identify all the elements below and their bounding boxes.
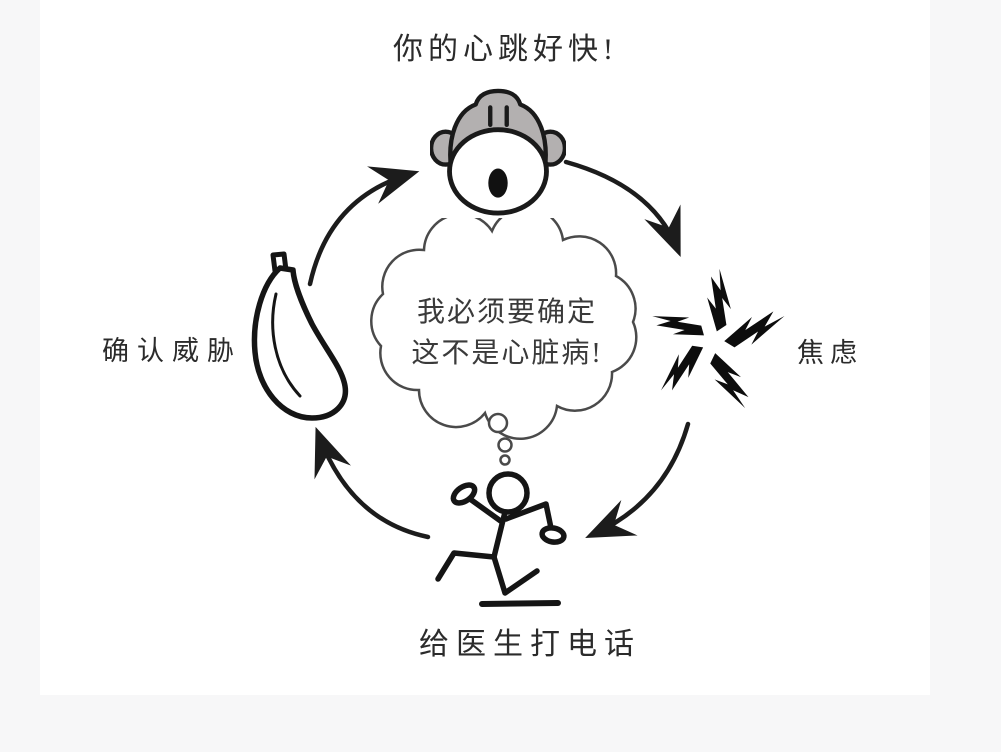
thought-line-1: 我必须要确定 bbox=[416, 297, 597, 328]
label-call-doctor: 给医生打电话 bbox=[419, 628, 641, 661]
lightning-burst-icon bbox=[648, 267, 790, 415]
label-heartbeat: 你的心跳好快! bbox=[393, 33, 618, 66]
thought-line-2: 这不是心脏病! bbox=[411, 338, 603, 369]
monkey-face-icon bbox=[430, 88, 566, 216]
thought-bubble-icon bbox=[370, 218, 638, 466]
running-person-icon bbox=[435, 471, 567, 607]
arrow-left-to-top-icon bbox=[307, 166, 420, 287]
thought-bubble-text: 我必须要确定 这不是心脏病! bbox=[396, 292, 618, 374]
arrow-bottom-to-left-icon bbox=[314, 426, 431, 540]
arrow-right-to-bottom-icon bbox=[585, 421, 691, 539]
label-anxiety: 焦虑 bbox=[797, 338, 863, 368]
arrow-top-to-right-icon bbox=[563, 159, 681, 258]
banana-icon bbox=[251, 251, 349, 421]
label-confirm-threat: 确认威胁 bbox=[102, 336, 242, 366]
